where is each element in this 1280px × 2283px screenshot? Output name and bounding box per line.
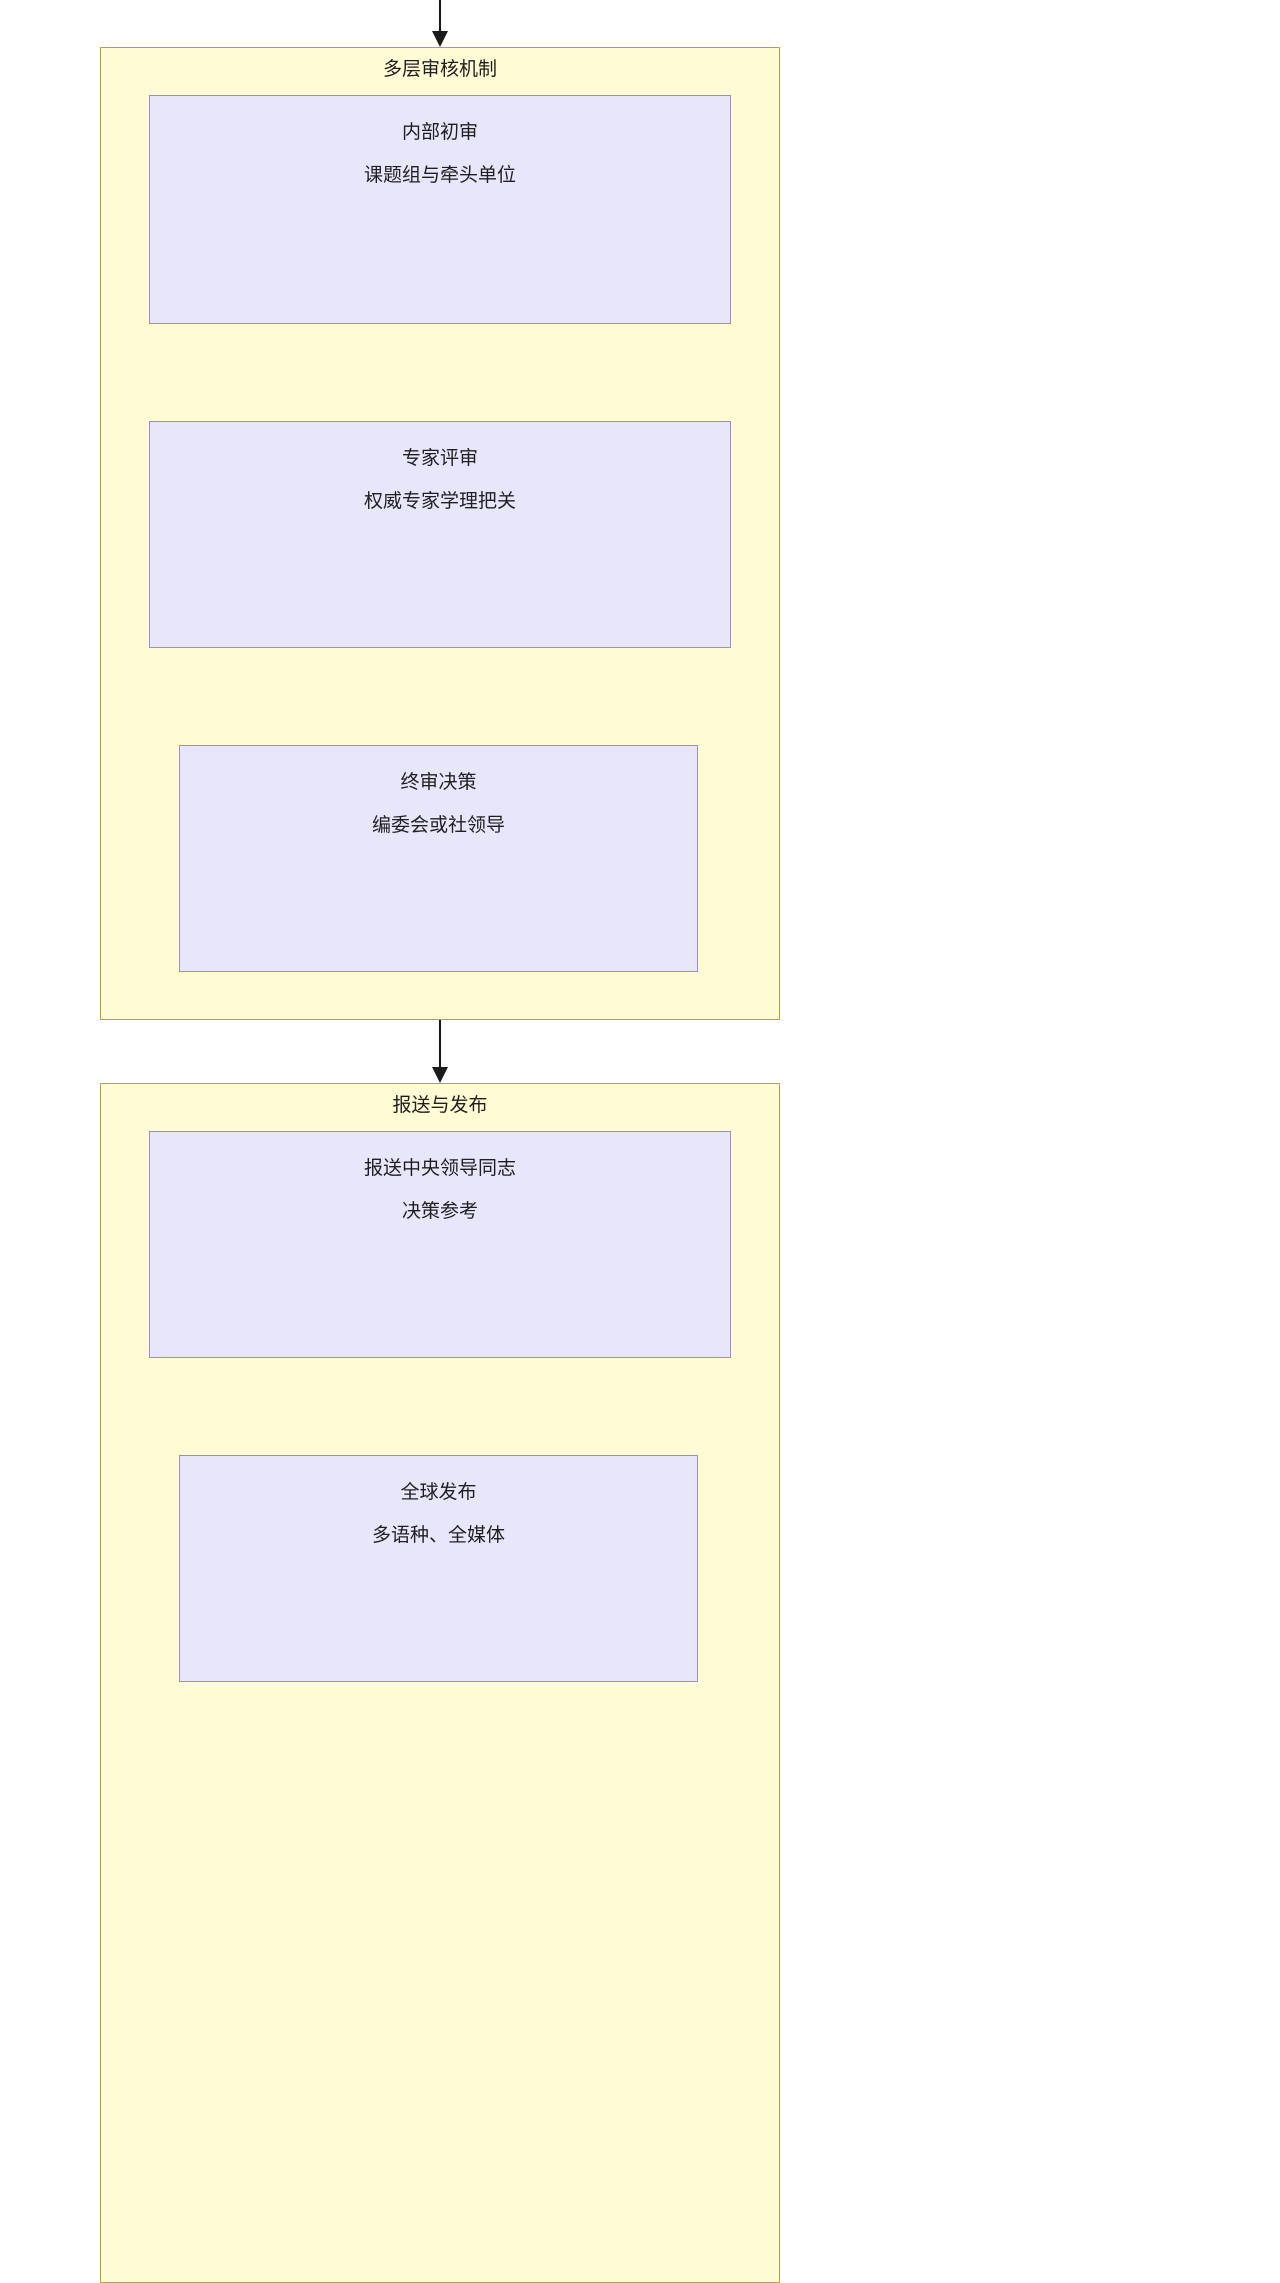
node-submit-central-line1: 报送中央领导同志 bbox=[363, 1158, 516, 1179]
node-expert-review-line2: 权威专家学理把关 bbox=[363, 491, 516, 512]
node-internal-review-label: 内部初审 课题组与牵头单位 bbox=[150, 111, 730, 197]
node-expert-review[interactable]: 专家评审 权威专家学理把关 bbox=[149, 421, 731, 648]
node-expert-review-label: 专家评审 权威专家学理把关 bbox=[150, 437, 730, 523]
node-final-decision-label: 终审决策 编委会或社领导 bbox=[180, 761, 697, 847]
edge-review-to-publish bbox=[432, 1020, 448, 1083]
node-final-decision-line1: 终审决策 bbox=[400, 772, 477, 793]
node-submit-central-label: 报送中央领导同志 决策参考 bbox=[150, 1147, 730, 1233]
node-submit-central-line2: 决策参考 bbox=[401, 1201, 478, 1222]
node-global-release-line1: 全球发布 bbox=[400, 1482, 477, 1503]
node-global-release-line2: 多语种、全媒体 bbox=[371, 1525, 505, 1546]
node-global-release[interactable]: 全球发布 多语种、全媒体 bbox=[179, 1455, 698, 1682]
node-internal-review[interactable]: 内部初审 课题组与牵头单位 bbox=[149, 95, 731, 324]
node-final-decision-line2: 编委会或社领导 bbox=[371, 815, 505, 836]
node-submit-central[interactable]: 报送中央领导同志 决策参考 bbox=[149, 1131, 731, 1358]
subgraph-review-title: 多层审核机制 bbox=[382, 59, 497, 80]
node-global-release-label: 全球发布 多语种、全媒体 bbox=[180, 1471, 697, 1557]
node-final-decision[interactable]: 终审决策 编委会或社领导 bbox=[179, 745, 698, 972]
subgraph-publish-title: 报送与发布 bbox=[392, 1095, 488, 1116]
node-internal-review-line2: 课题组与牵头单位 bbox=[363, 165, 516, 186]
edge-incoming bbox=[432, 0, 448, 47]
node-expert-review-line1: 专家评审 bbox=[401, 448, 478, 469]
node-internal-review-line1: 内部初审 bbox=[401, 122, 478, 143]
